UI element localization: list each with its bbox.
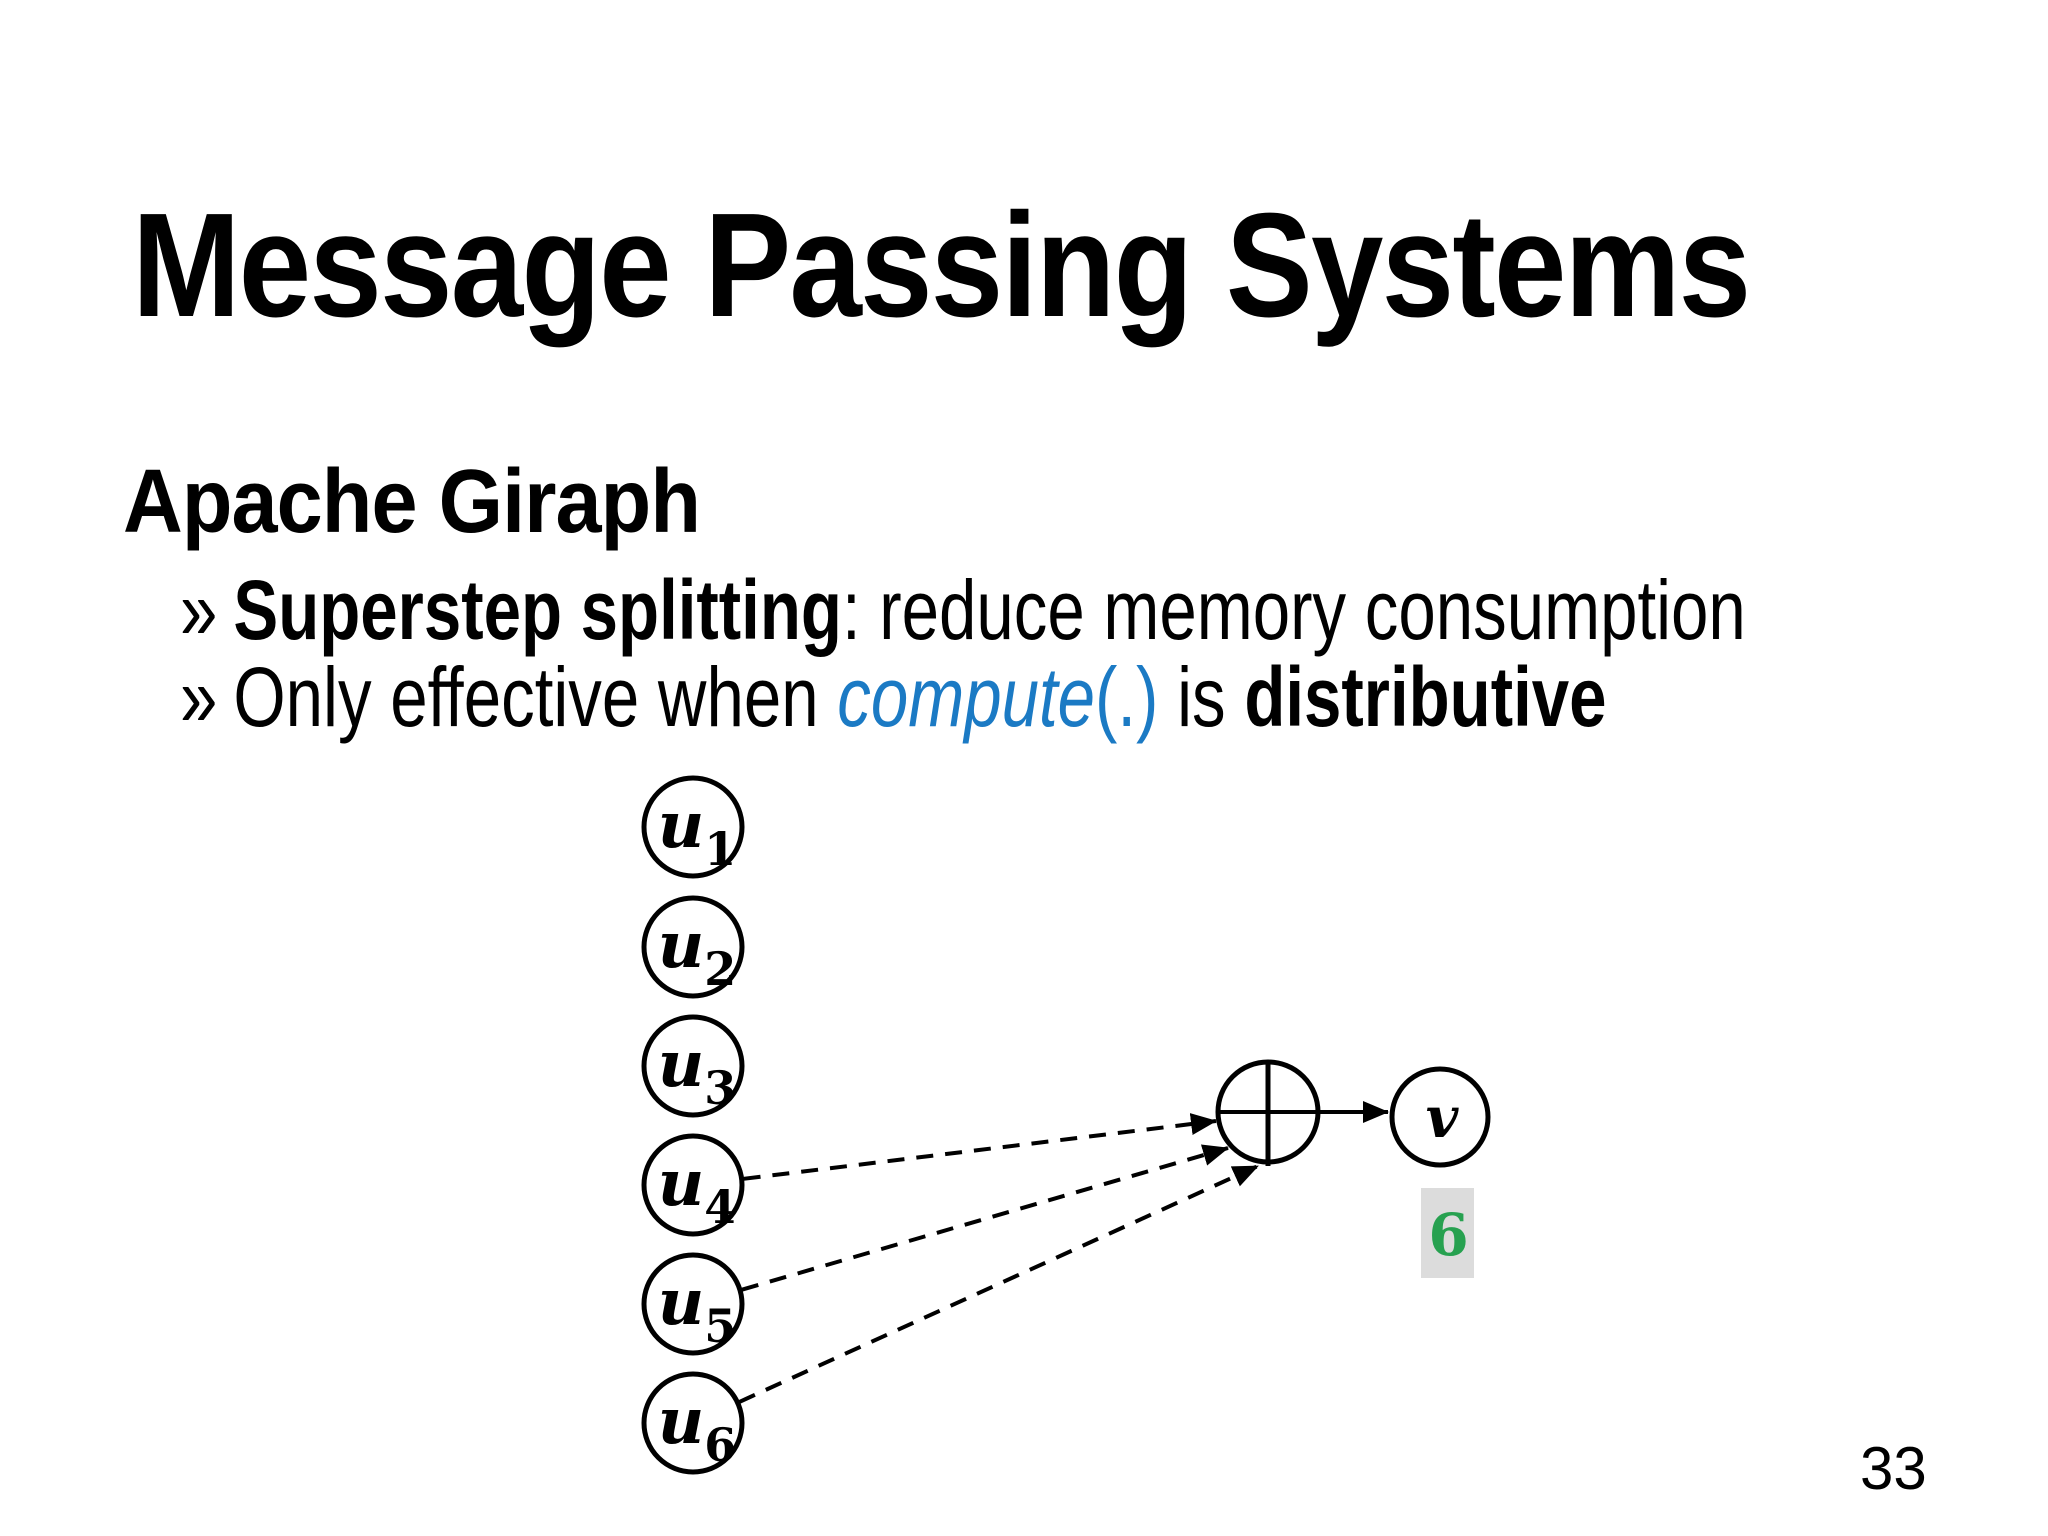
- node-label: u3: [658, 1027, 737, 1115]
- bullet-marker: »: [180, 563, 218, 657]
- node-label: u4: [658, 1146, 737, 1234]
- aggregator-node: [1215, 1059, 1389, 1166]
- node-label: u1: [658, 788, 737, 876]
- result-highlight-box: [1421, 1188, 1474, 1278]
- target-node-v: v: [1389, 1066, 1491, 1168]
- node-circle: [641, 1252, 745, 1356]
- compute-function-name: compute: [837, 650, 1096, 744]
- message-edge-u6: [738, 1164, 1259, 1404]
- node-label: u5: [658, 1265, 737, 1353]
- node-label: u6: [658, 1384, 737, 1472]
- bullet2-pre: Only effective when: [233, 650, 838, 744]
- source-node-u4: u4: [641, 1133, 745, 1237]
- source-node-u1: u1: [641, 775, 745, 879]
- node-circle: [641, 895, 745, 999]
- bullet2-emphasis: distributive: [1244, 650, 1607, 744]
- section-heading: Apache Giraph: [123, 452, 701, 552]
- source-node-u6: u6: [641, 1371, 745, 1475]
- slide-title: Message Passing Systems: [132, 183, 1751, 348]
- node-circle: [641, 775, 745, 879]
- page-number: 33: [1860, 1435, 1927, 1502]
- source-node-u2: u2: [641, 895, 745, 999]
- node-label: u2: [658, 908, 737, 996]
- bullet2-mid: is: [1158, 650, 1245, 744]
- result-value: 6: [1428, 1201, 1468, 1269]
- node-circle: [641, 1133, 745, 1237]
- node-circle: [641, 1014, 745, 1118]
- node-label: v: [1426, 1085, 1460, 1151]
- aggregated-result: 6: [1421, 1188, 1474, 1278]
- bullet-marker: »: [180, 650, 218, 744]
- node-circle: [641, 1371, 745, 1475]
- node-circle: [1389, 1066, 1491, 1168]
- bullet1-emphasis: Superstep splitting: [233, 563, 842, 657]
- source-node-u3: u3: [641, 1014, 745, 1118]
- bullet-distributive: »Only effective when compute(.) is distr…: [180, 649, 1607, 746]
- message-edge-u4: [743, 1113, 1217, 1181]
- bullet1-rest: : reduce memory consumption: [841, 563, 1746, 657]
- message-edge-u5: [741, 1144, 1229, 1292]
- bullet-superstep-splitting: »Superstep splitting: reduce memory cons…: [180, 562, 1746, 659]
- compute-function-args: (.): [1095, 650, 1159, 744]
- source-node-u5: u5: [641, 1252, 745, 1356]
